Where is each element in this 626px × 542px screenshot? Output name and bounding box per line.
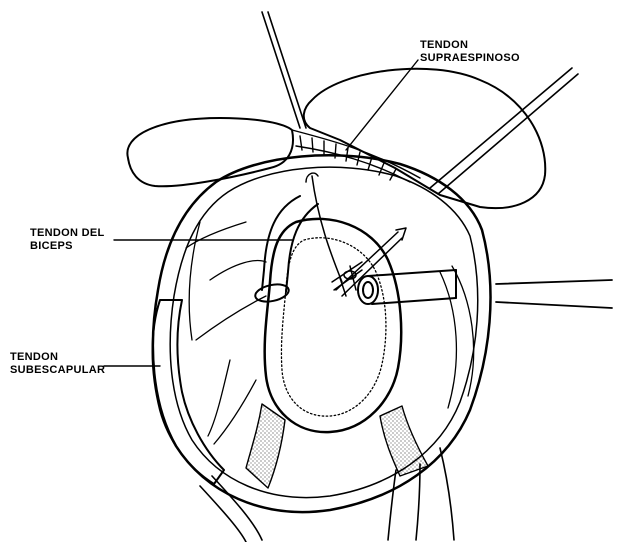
label-leaders [104,60,418,366]
biceps-tendon [254,196,318,304]
suture-wires [306,173,406,296]
label-tendon-subescapular: TENDON SUBESCAPULAR [10,351,105,377]
joint-capsule-inner [170,167,478,497]
leader-supraespinoso [346,60,418,150]
label-supraespinoso-line2: SUPRAESPINOSO [420,52,520,65]
glenoid-surface [281,238,385,416]
label-tendon-supraespinoso: TENDON SUPRAESPINOSO [420,39,520,65]
glenoid [265,219,402,432]
label-tendon-del-biceps: TENDON DEL BICEPS [30,227,105,253]
label-supraespinoso-line1: TENDON [420,39,520,52]
coracoid-bone [127,118,293,186]
label-biceps-line1: TENDON DEL [30,227,105,240]
label-subescapular-line1: TENDON [10,351,105,364]
label-subescapular-line2: SUBESCAPULAR [10,364,105,377]
lateral-instrument [496,280,612,308]
acromion-bone [304,69,546,208]
label-biceps-line2: BICEPS [30,240,105,253]
cartilage-right [380,406,428,476]
capsule-folds-left [186,222,266,444]
cartilage-left [246,404,285,488]
